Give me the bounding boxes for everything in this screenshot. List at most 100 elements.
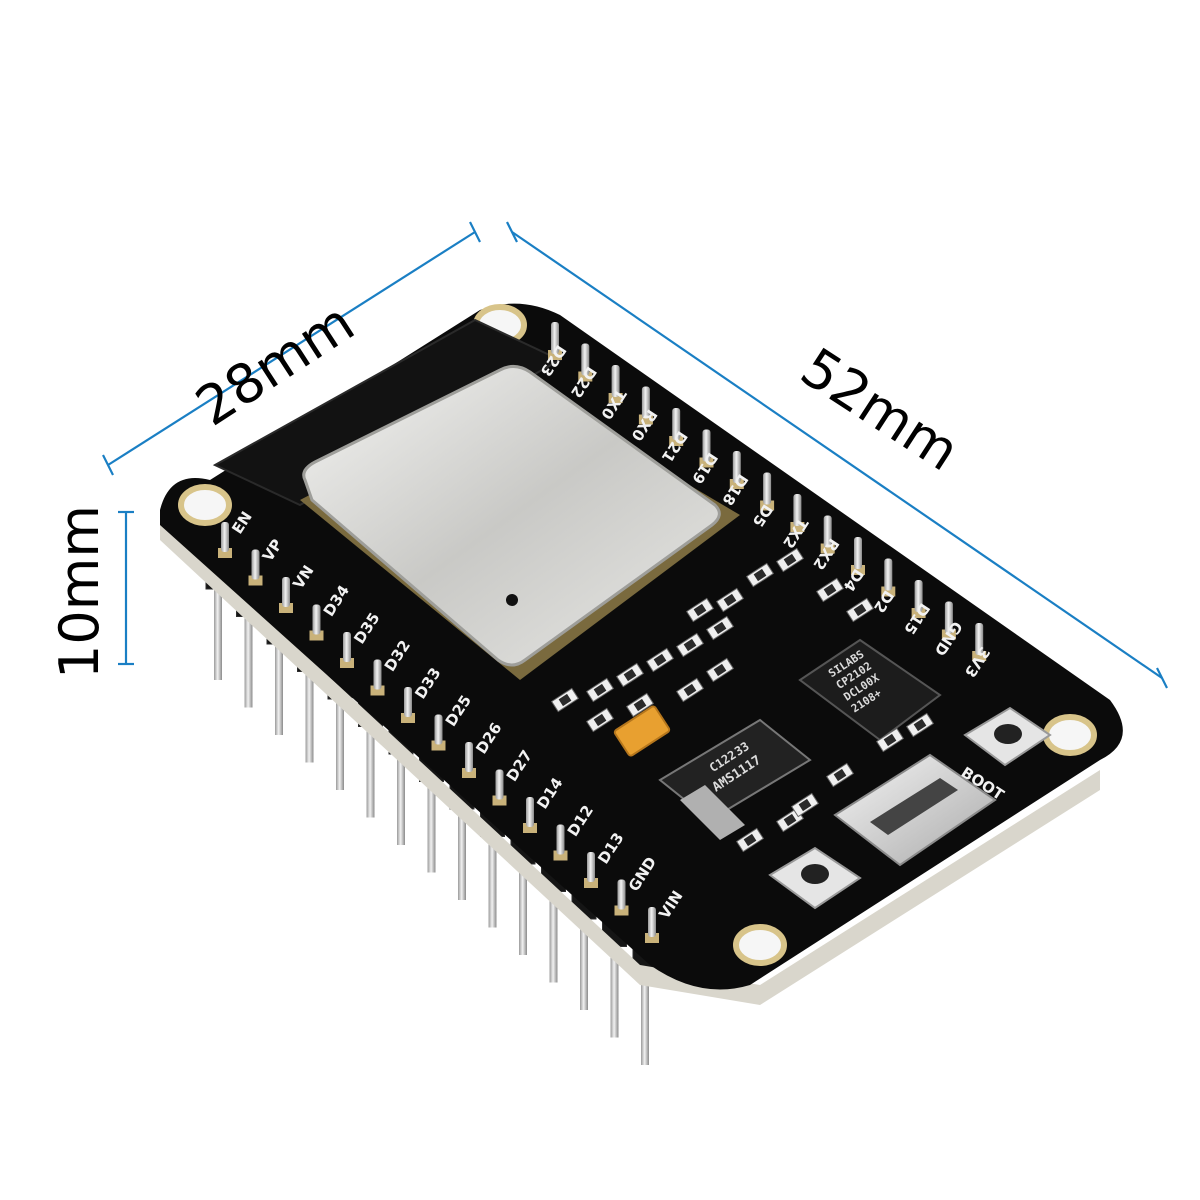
pin-pad [614, 905, 629, 916]
header-pin-long [397, 750, 405, 845]
header-pin-short [641, 386, 650, 419]
top-pin-header [218, 322, 987, 943]
header-pin-short [884, 558, 893, 591]
header-pin-long [336, 695, 344, 790]
header-pin-short [702, 429, 711, 462]
reset-button[interactable] [768, 846, 862, 910]
smd-body [558, 693, 572, 707]
pin-pad [669, 436, 684, 446]
pin-pad [608, 393, 623, 403]
header-pin-short [551, 322, 559, 354]
smd-body [723, 593, 737, 607]
smd-body [798, 798, 812, 812]
smd-body [593, 683, 607, 697]
length-line [511, 231, 1163, 679]
header-pin-long [214, 585, 222, 680]
header-pin-short [465, 742, 473, 772]
smd-body [683, 638, 697, 652]
pin-pad [370, 685, 385, 696]
smd-body [713, 663, 727, 677]
header-pin-short [495, 769, 504, 800]
pin-pad [851, 565, 865, 575]
header-pin-short [672, 408, 681, 440]
pin-pad [553, 850, 568, 861]
regulator-line2: 33 [732, 739, 752, 759]
header-pin-long [641, 970, 649, 1065]
header-pin-short [763, 472, 772, 505]
header-pin-short [556, 824, 565, 855]
pin-pad [584, 878, 598, 888]
header-pin-short [343, 632, 351, 662]
smd-body [833, 768, 847, 782]
pin-pad [638, 414, 653, 425]
pin-pad [309, 630, 324, 641]
smd-body [653, 653, 667, 667]
dimension-tick [469, 221, 481, 243]
smd-body [593, 713, 607, 727]
pin-pad [972, 651, 987, 661]
pin-pad [218, 548, 232, 558]
header-pin-long [549, 887, 558, 983]
pin-pad [790, 522, 805, 532]
pin-pad [729, 479, 744, 489]
header-pin-short [648, 907, 656, 937]
smd-body [883, 733, 897, 747]
header-pin-short [611, 365, 620, 397]
micro-usb-port[interactable] [833, 753, 997, 867]
pin-pad [431, 740, 446, 751]
header-pin-short [823, 515, 832, 548]
pin-pad [911, 608, 926, 618]
header-pin-long [610, 942, 619, 1038]
smd-body [743, 833, 757, 847]
smd-body [913, 718, 927, 732]
pin-pad [492, 795, 507, 806]
header-pin-short [312, 604, 321, 635]
width-line [107, 231, 476, 466]
header-pin-short [282, 577, 290, 607]
header-pin-short [617, 879, 626, 910]
header-pin-short [587, 852, 595, 882]
header-pin-long [366, 722, 375, 818]
pin-pad [578, 371, 593, 382]
smd-components [550, 547, 935, 853]
header-pin-short [251, 549, 260, 580]
pin-pad [340, 658, 354, 668]
pin1-dot [506, 594, 518, 606]
header-pin-long [305, 667, 314, 763]
pin-pad [645, 933, 659, 943]
pin-pad [523, 823, 537, 833]
pin-pad [760, 500, 775, 511]
tantalum-capacitor [613, 705, 671, 757]
smd-body [623, 668, 637, 682]
pin-pad [279, 603, 293, 613]
pin-pad [941, 629, 956, 640]
pin-pad [548, 350, 562, 360]
smd-body [753, 568, 767, 582]
header-pin-long [427, 777, 436, 873]
smd-body [823, 583, 837, 597]
header-pin-short [434, 714, 443, 745]
smd-body [783, 553, 797, 567]
smd-body [633, 698, 647, 712]
header-pin-long [244, 612, 253, 708]
header-pin-long [458, 805, 466, 900]
smd-body [693, 603, 707, 617]
header-pin-short [975, 623, 984, 655]
dimension-tick [102, 454, 114, 476]
smd-body [683, 683, 697, 697]
header-pin-short [221, 522, 229, 552]
length-dimension-label: 52mm [790, 336, 970, 484]
smd-body [713, 621, 727, 635]
header-pin-short [732, 451, 741, 483]
pin-pad [881, 586, 896, 597]
height-dimension-label: 10mm [48, 505, 111, 679]
usb-uart-chip: SILABS CP2102 DCL00X 2108+ [798, 638, 942, 742]
header-pin-short [914, 580, 923, 612]
header-pin-short [526, 797, 534, 827]
header-pin-long [275, 640, 283, 735]
header-pin-short [854, 537, 862, 569]
header-pin-short [793, 494, 802, 526]
pin-pad [248, 575, 263, 586]
smd-body [853, 603, 867, 617]
